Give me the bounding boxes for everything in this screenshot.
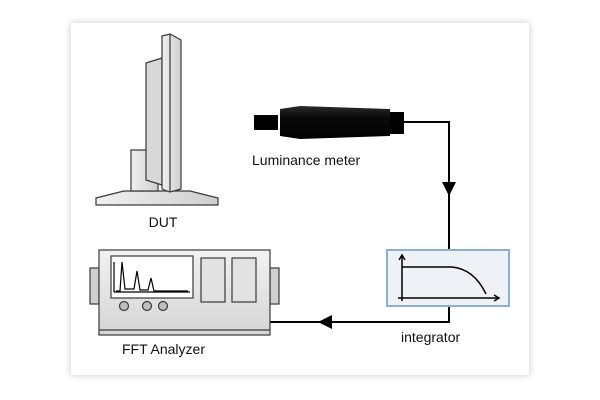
luminance-meter-icon xyxy=(254,106,404,139)
meter-to-integrator-line xyxy=(404,121,450,250)
arrow-down-icon xyxy=(442,182,456,196)
dut-label: DUT xyxy=(149,214,178,230)
integrator-block xyxy=(386,249,510,307)
monitor-icon xyxy=(95,33,219,206)
arrow-left-icon xyxy=(318,315,332,329)
fft-analyzer-label: FFT Analyzer xyxy=(122,341,205,357)
fft-analyzer-icon xyxy=(89,249,280,336)
spectrum-trace xyxy=(113,261,190,293)
luminance-meter-label: Luminance meter xyxy=(252,152,361,168)
integrator-curve-icon xyxy=(398,253,501,302)
integrator-label: integrator xyxy=(401,329,460,345)
